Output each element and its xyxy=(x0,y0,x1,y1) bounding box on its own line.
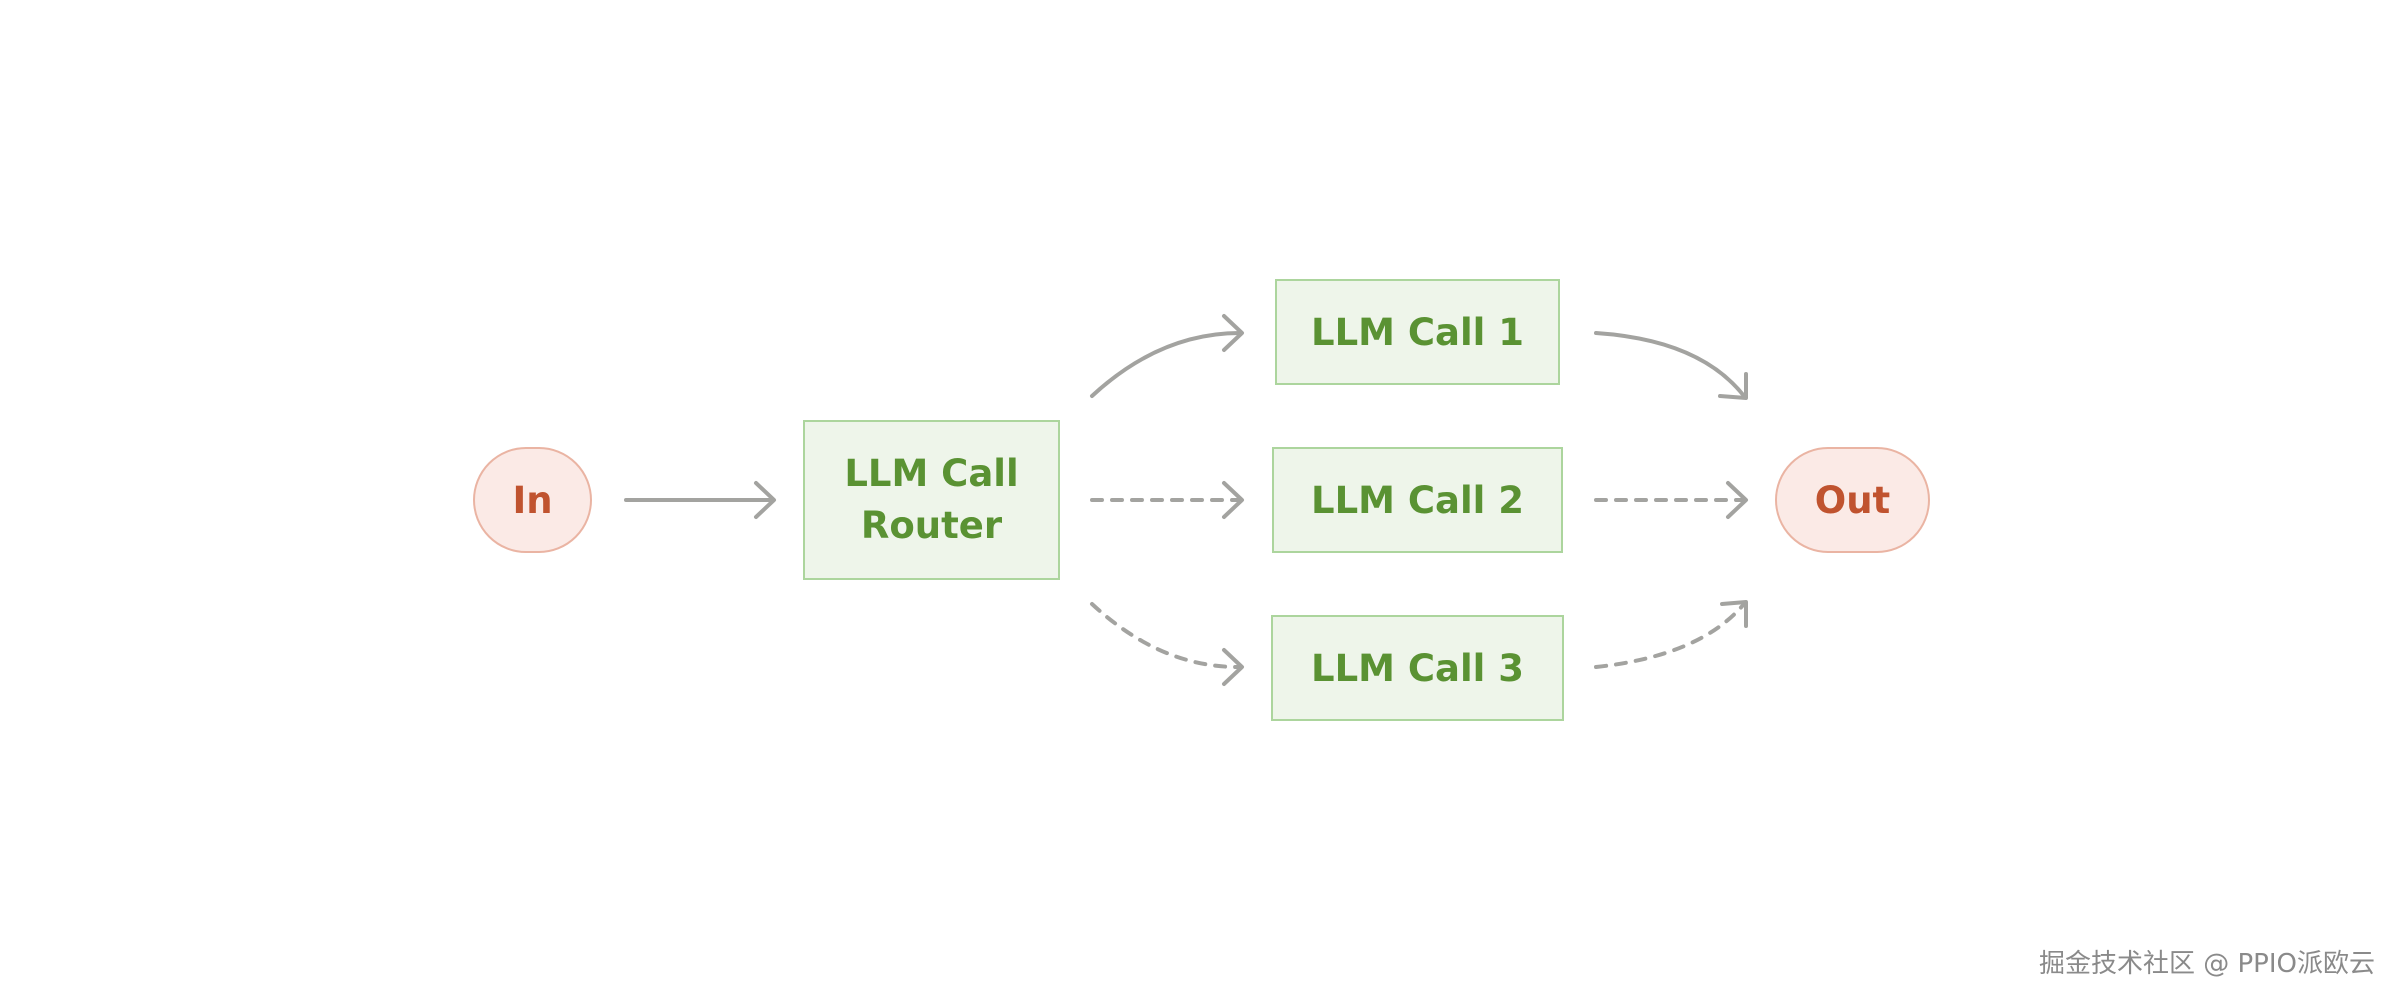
edge-call3-to-out xyxy=(1594,600,1748,669)
edge-in-to-router xyxy=(624,481,776,519)
input-node-label: In xyxy=(512,478,553,522)
edge-call2-to-out xyxy=(1594,481,1748,519)
router-node: LLM Call Router xyxy=(803,420,1060,580)
watermark-text: 掘金技术社区 @ PPIO派欧云 xyxy=(2038,949,2375,979)
llm-call-1-node: LLM Call 1 xyxy=(1275,279,1560,385)
router-node-line2: Router xyxy=(860,504,1003,547)
llm-call-2-label: LLM Call 2 xyxy=(1311,478,1524,522)
output-node-label: Out xyxy=(1814,478,1891,522)
input-node: In xyxy=(473,447,592,553)
llm-call-2-node: LLM Call 2 xyxy=(1272,447,1563,553)
llm-call-3-label: LLM Call 3 xyxy=(1311,646,1524,690)
router-node-line1: LLM Call xyxy=(844,452,1019,495)
llm-call-3-node: LLM Call 3 xyxy=(1271,615,1564,721)
output-node: Out xyxy=(1775,447,1930,553)
edge-router-to-call1 xyxy=(1090,314,1244,398)
edge-call1-to-out xyxy=(1594,331,1748,400)
edge-router-to-call2 xyxy=(1090,481,1244,519)
llm-call-1-label: LLM Call 1 xyxy=(1311,310,1524,354)
edge-router-to-call3 xyxy=(1090,602,1244,686)
